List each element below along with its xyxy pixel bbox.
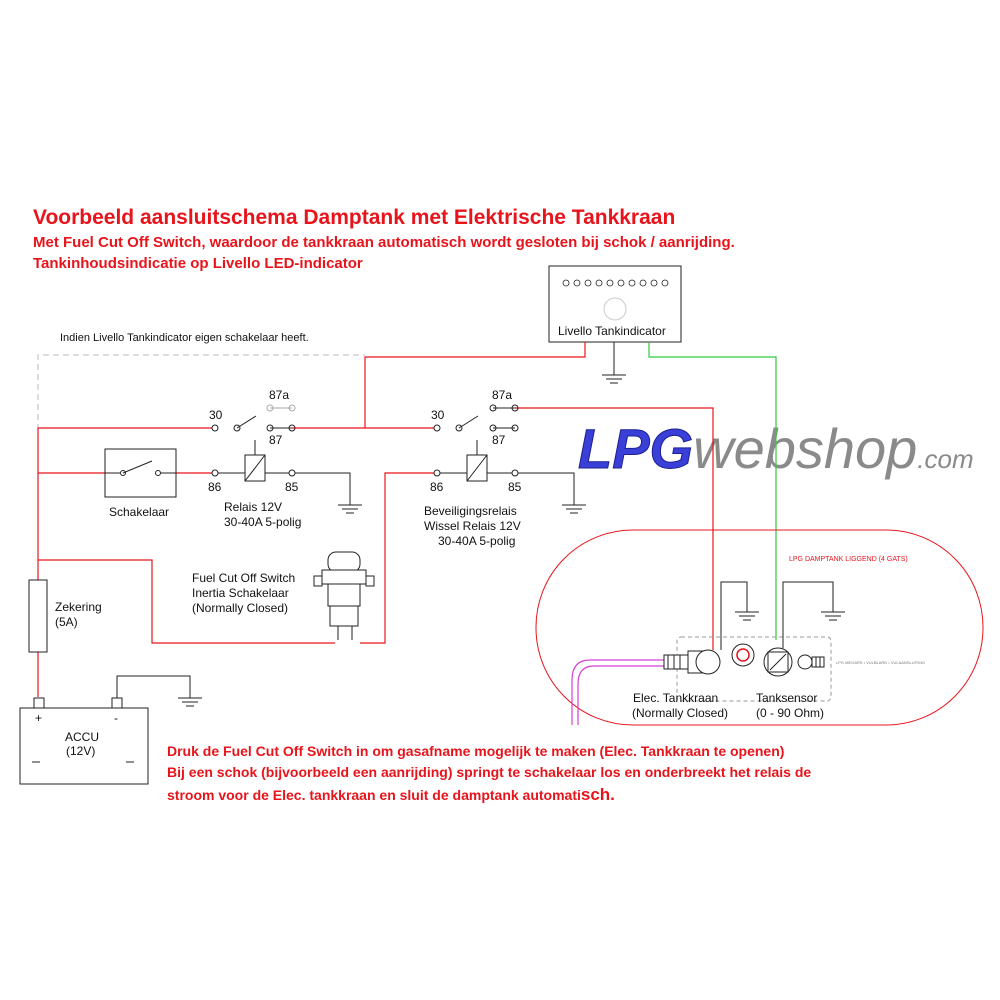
sensor-label: Tanksensor — [756, 691, 817, 705]
led-indicator — [562, 279, 570, 287]
relay1-spec: 30-40A 5-polig — [224, 515, 301, 529]
relay2-pin-85: 85 — [508, 480, 522, 494]
inertia-line-2: Inertia Schakelaar — [192, 586, 289, 600]
tank-title: LPG DAMPTANK LIGGEND (4 GATS) — [789, 556, 908, 563]
led-indicator — [628, 279, 636, 287]
bottom-note-3a: stroom voor de Elec. tankkraan en sluit … — [167, 787, 581, 803]
schakelaar: Schakelaar — [104, 448, 177, 519]
valve-ground — [720, 581, 759, 650]
led-row — [562, 279, 669, 287]
tank-port — [731, 643, 755, 667]
elec-tankkraan — [663, 649, 721, 675]
relay2-ground — [518, 472, 586, 514]
valve-label: Elec. Tankkraan — [633, 691, 718, 705]
relay1-pin-30: 30 — [209, 408, 223, 422]
lpg-damptank: LPG DAMPTANK LIGGEND (4 GATS) — [535, 529, 984, 726]
tank-port-label: LPG MEGARS • VULBLARD • VULAANSLUITING — [836, 660, 925, 665]
relay1-pin-85: 85 — [285, 480, 299, 494]
relay-1: 30 87a 87 86 85 Relais 12V 30-40A 5-poli… — [208, 388, 301, 529]
watermark-lpg: LPG — [578, 417, 693, 480]
sensor-ground — [782, 581, 845, 648]
livello-tankindicator: Livello Tankindicator — [548, 265, 682, 343]
led-indicator — [573, 279, 581, 287]
fuse-label: Zekering — [55, 600, 102, 614]
relay1-pin-87: 87 — [269, 433, 283, 447]
sensor-range: (0 - 90 Ohm) — [756, 706, 824, 720]
zekering: Zekering (5A) — [28, 579, 102, 653]
battery-name: ACCU — [65, 730, 99, 744]
led-indicator — [617, 279, 625, 287]
valve-state: (Normally Closed) — [632, 706, 728, 720]
diagram-title: Voorbeeld aansluitschema Damptank met El… — [33, 206, 675, 229]
relay2-pin-87a: 87a — [492, 388, 512, 402]
led-indicator — [584, 279, 592, 287]
inertia-line-1: Fuel Cut Off Switch — [192, 571, 295, 585]
schakelaar-label: Schakelaar — [109, 505, 169, 519]
indicator-label: Livello Tankindicator — [558, 324, 666, 338]
relay2-spec: 30-40A 5-polig — [438, 534, 515, 548]
relay2-name: Beveiligingsrelais — [424, 504, 517, 518]
gas-line — [571, 659, 664, 725]
dashed-wire — [37, 354, 365, 580]
relay1-name: Relais 12V — [224, 500, 282, 514]
relay1-pin-87a: 87a — [269, 388, 289, 402]
bottom-note-3: stroom voor de Elec. tankkraan en sluit … — [167, 785, 615, 804]
battery-minus: - — [114, 711, 118, 725]
relay2-pin-86: 86 — [430, 480, 444, 494]
relay2-pin-87: 87 — [492, 433, 506, 447]
fuse-value: (5A) — [55, 615, 78, 629]
bottom-note-2: Bij een schok (bijvoorbeeld een aanrijdi… — [167, 764, 811, 780]
led-indicator — [661, 279, 669, 287]
relay2-pin-30: 30 — [431, 408, 445, 422]
green-wire — [648, 342, 777, 640]
led-indicator — [595, 279, 603, 287]
relay1-pin-86: 86 — [208, 480, 222, 494]
watermark-logo: LPGwebshop.com — [578, 417, 974, 481]
battery-voltage: (12V) — [66, 744, 95, 758]
red-wires — [37, 342, 714, 697]
led-indicator — [650, 279, 658, 287]
inertia-switch: Fuel Cut Off Switch Inertia Schakelaar (… — [192, 551, 375, 640]
relay-2: 30 87a 87 86 85 Beveiligingsrelais Wisse… — [424, 388, 522, 548]
led-indicator — [639, 279, 647, 287]
fill-port — [797, 654, 825, 670]
indicator-button — [603, 297, 627, 321]
battery-ground — [116, 675, 202, 707]
accu-battery: + - ACCU (12V) — [19, 697, 149, 785]
led-indicator — [606, 279, 614, 287]
battery-plus: + — [35, 711, 42, 725]
inertia-line-3: (Normally Closed) — [192, 601, 288, 615]
diagram-subtitle-2: Tankinhoudsindicatie op Livello LED-indi… — [33, 255, 363, 272]
bottom-note-1: Druk de Fuel Cut Off Switch in om gasafn… — [167, 743, 784, 759]
note-switch: Indien Livello Tankindicator eigen schak… — [60, 332, 309, 344]
indicator-ground — [602, 342, 626, 384]
bottom-note-3b: sch. — [581, 785, 615, 804]
relay1-ground — [295, 472, 362, 514]
tanksensor — [763, 647, 793, 677]
svg-text:LPGwebshop.com: LPGwebshop.com — [578, 417, 974, 480]
diagram-subtitle-1: Met Fuel Cut Off Switch, waardoor de tan… — [33, 234, 735, 251]
relay2-name-2: Wissel Relais 12V — [424, 519, 521, 533]
watermark-com: .com — [917, 444, 973, 474]
watermark-webshop: webshop — [693, 417, 917, 480]
